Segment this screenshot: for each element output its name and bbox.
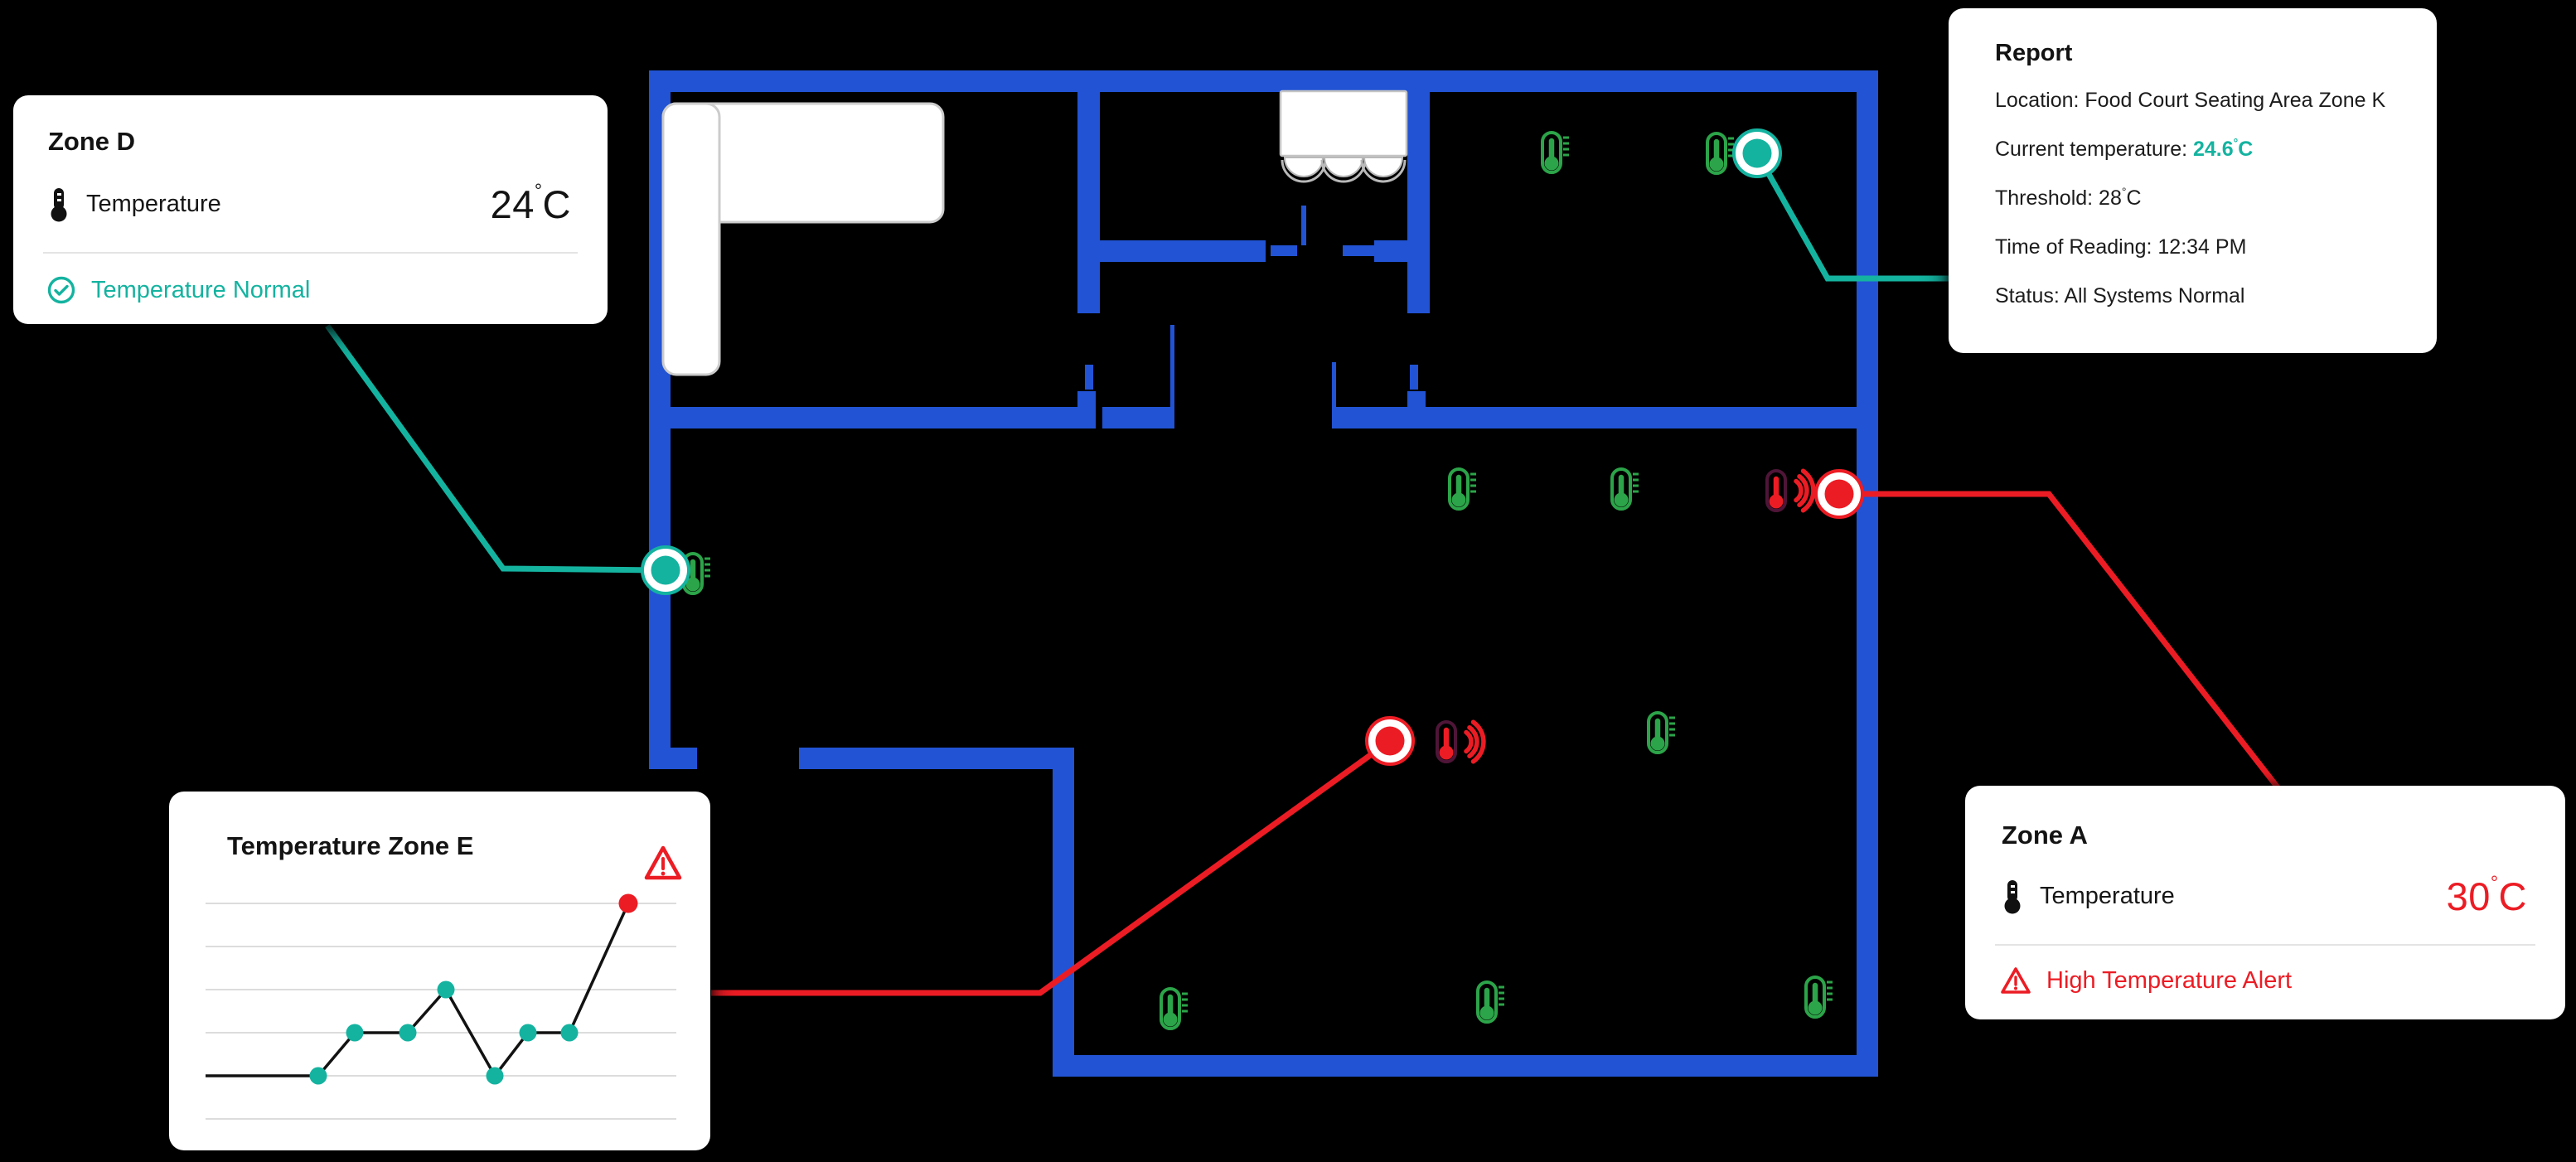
report-line: Threshold: 28°C	[1995, 185, 2142, 210]
counter-side	[661, 102, 721, 376]
temperature-sensor-alert-icon[interactable]	[1765, 468, 1816, 513]
temperature-sensor-icon[interactable]	[1804, 976, 1833, 1019]
card-title: Temperature Zone E	[227, 831, 474, 860]
chart-series	[206, 893, 638, 1085]
chart-data-point	[437, 980, 455, 999]
furniture	[661, 90, 1408, 376]
chart-gridlines	[206, 903, 676, 1120]
card-title: Report	[1995, 40, 2073, 66]
temperature-sensor-icon[interactable]	[1476, 980, 1504, 1024]
temperature-sensor-icon[interactable]	[1647, 711, 1675, 754]
zone-e-chart-card[interactable]: Temperature Zone E	[169, 792, 710, 1150]
status-row: Temperature Normal	[46, 275, 608, 305]
zone-d-card[interactable]: Zone D Temperature 24°C Temperature Norm…	[13, 95, 608, 324]
report-line: Location: Food Court Seating Area Zone K	[1995, 89, 2386, 112]
sensor-marker-zone_e[interactable]	[1365, 716, 1415, 766]
temperature-row: Temperature 30°C	[2002, 872, 2527, 919]
metric-label: Temperature	[2040, 883, 2175, 909]
sensor-marker-zone_d[interactable]	[641, 545, 690, 595]
chart-data-point	[560, 1024, 579, 1042]
report-lines: Location: Food Court Seating Area Zone K…	[1949, 89, 2437, 308]
thermometer-icon	[51, 187, 67, 221]
temperature-sensor-icon[interactable]	[1610, 467, 1639, 511]
divider	[43, 252, 578, 254]
check-circle-icon	[47, 276, 75, 304]
connector-line-red	[1839, 491, 2280, 790]
sensor-marker-report[interactable]	[1732, 128, 1782, 178]
report-line: Status: All Systems Normal	[1995, 284, 2245, 307]
alert-row: High Temperature Alert	[2000, 966, 2565, 995]
status-text: Temperature Normal	[91, 276, 311, 303]
temperature-sensor-alert-icon[interactable]	[1436, 719, 1486, 764]
alert-text: High Temperature Alert	[2046, 966, 2293, 994]
chart-data-point	[309, 1067, 327, 1085]
sensors-layer	[641, 128, 1864, 1030]
temperature-value: 24°C	[490, 180, 571, 226]
temperature-row: Temperature 24°C	[48, 180, 571, 227]
warning-icon	[644, 845, 682, 880]
metric-label: Temperature	[86, 191, 221, 217]
report-card[interactable]: Report Location: Food Court Seating Area…	[1949, 8, 2437, 353]
connector-line-red	[711, 738, 1392, 996]
temperature-sensor-icon[interactable]	[1160, 987, 1188, 1030]
table	[1279, 90, 1408, 157]
card-title: Zone D	[48, 127, 136, 156]
thermometer-icon	[2004, 879, 2021, 913]
chart-alert-point	[618, 893, 638, 913]
card-title: Zone A	[2002, 821, 2088, 850]
chart-data-point	[399, 1024, 417, 1042]
temperature-sensor-icon[interactable]	[1541, 131, 1569, 174]
connector-line-teal	[325, 323, 660, 574]
connector-line-teal	[1754, 152, 1949, 282]
chart-data-point	[346, 1024, 364, 1042]
temperature-line-chart	[206, 845, 682, 1120]
warning-icon	[2001, 967, 2031, 994]
chart-data-point	[486, 1067, 504, 1085]
divider	[1995, 944, 2535, 946]
sensor-connector-lines	[325, 152, 2280, 996]
temperature-value: 30°C	[2446, 872, 2527, 918]
temperature-sensor-icon[interactable]	[1706, 132, 1734, 175]
zone-a-card[interactable]: Zone A Temperature 30°C High Temperature…	[1965, 786, 2565, 1019]
sensor-marker-zone_a[interactable]	[1814, 469, 1864, 519]
temperature-sensor-icon[interactable]	[1448, 467, 1476, 511]
report-line: Time of Reading: 12:34 PM	[1995, 235, 2247, 259]
chairs	[1281, 157, 1407, 183]
chart-data-point	[519, 1024, 537, 1042]
report-line: Current temperature: 24.6°C	[1995, 136, 2254, 161]
